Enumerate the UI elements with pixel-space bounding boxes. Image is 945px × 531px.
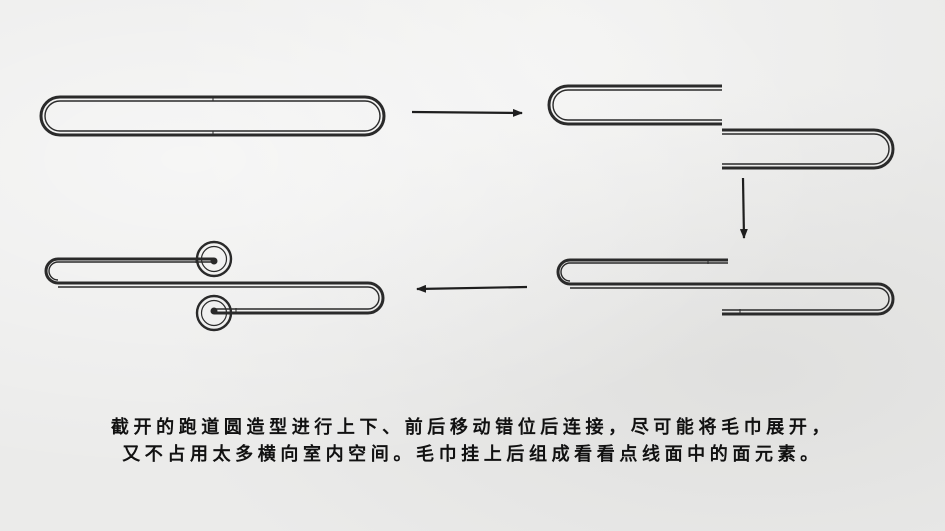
- zigzag-lower-inner: [570, 287, 890, 311]
- arrow-down: [739, 177, 748, 239]
- wall-mount-center: [210, 257, 218, 265]
- upper-half-inner: [552, 89, 722, 121]
- step-2-cut-offset: [547, 84, 895, 170]
- racetrack-outer-tube: [39, 95, 386, 137]
- wall-mount-inner-ring: [200, 245, 228, 273]
- caption-line-1: 截开的跑道圆造型进行上下、前后移动错位后连接，尽可能将毛巾展开，: [110, 417, 835, 438]
- wall-mount-upper: [195, 240, 233, 278]
- wall-mount-outer-ring: [195, 294, 233, 332]
- caption-line-2: 又不占用太多横向室内空间。毛巾挂上后组成看看点线面中的面元素。: [122, 444, 823, 465]
- lower-half-inner: [722, 133, 890, 165]
- arrow-left: [416, 284, 528, 293]
- racetrack-inner-tube: [44, 100, 381, 132]
- zigzag-upper-inner: [560, 262, 728, 282]
- wall-mount-inner-ring: [200, 299, 228, 327]
- upper-half-outer: [547, 84, 722, 126]
- final-rack-inner-lower: [58, 286, 380, 310]
- step-4-final-form: [44, 257, 385, 315]
- rack-transformation-diagram: [39, 84, 895, 332]
- zigzag-upper-outer: [556, 258, 895, 316]
- lower-half-outer: [722, 128, 895, 170]
- wall-mount-outer-ring: [195, 240, 233, 278]
- step-3-joined-zigzag: [556, 258, 895, 316]
- final-rack-outer: [44, 257, 385, 315]
- arrow-right: [411, 108, 523, 117]
- final-rack-inner-upper: [48, 261, 214, 281]
- wall-mount-center: [210, 307, 218, 315]
- step-1-closed-racetrack: [39, 95, 386, 137]
- wall-mount-lower: [195, 294, 233, 332]
